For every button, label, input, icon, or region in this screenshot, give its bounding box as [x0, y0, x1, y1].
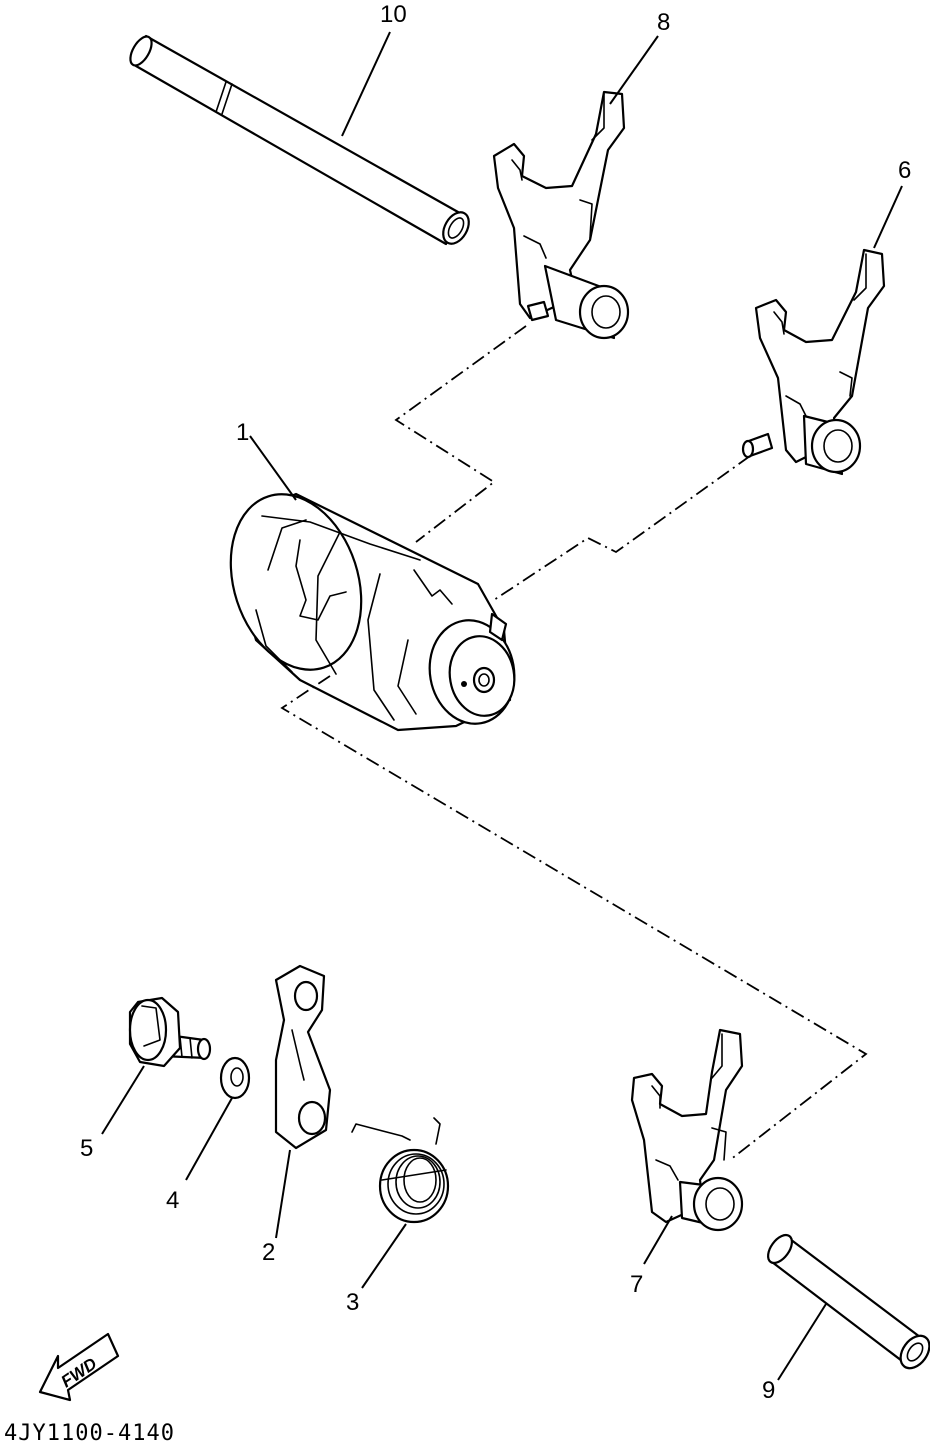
stopper-lever-2	[274, 964, 332, 1150]
callout-1: 1	[236, 419, 249, 446]
callout-7: 7	[630, 1271, 643, 1298]
guide-bar-10	[129, 34, 470, 246]
forward-arrow: FWD	[38, 1332, 120, 1402]
diagram-code: 4JY1100-4140	[4, 1421, 175, 1446]
leader-lines	[101, 31, 903, 1381]
callout-9: 9	[762, 1377, 775, 1404]
callout-8: 8	[657, 9, 670, 36]
callout-2: 2	[262, 1239, 275, 1266]
callout-4: 4	[166, 1187, 179, 1214]
callout-3: 3	[346, 1289, 359, 1316]
shift-drum-1	[229, 492, 516, 732]
shift-fork-6	[741, 248, 886, 476]
torsion-spring-3	[351, 1117, 450, 1224]
callout-labels: 10 8 6 1 5 4 2 3 7 9	[80, 1, 911, 1404]
alignment-lines	[280, 325, 868, 1161]
callout-5: 5	[80, 1135, 93, 1162]
callout-10: 10	[380, 1, 407, 28]
callout-6: 6	[898, 157, 911, 184]
bolt-5	[128, 996, 212, 1068]
shift-fork-8	[492, 90, 630, 340]
guide-bar-9	[767, 1233, 930, 1370]
washer-4	[219, 1056, 251, 1100]
shift-fork-7	[630, 1028, 744, 1232]
